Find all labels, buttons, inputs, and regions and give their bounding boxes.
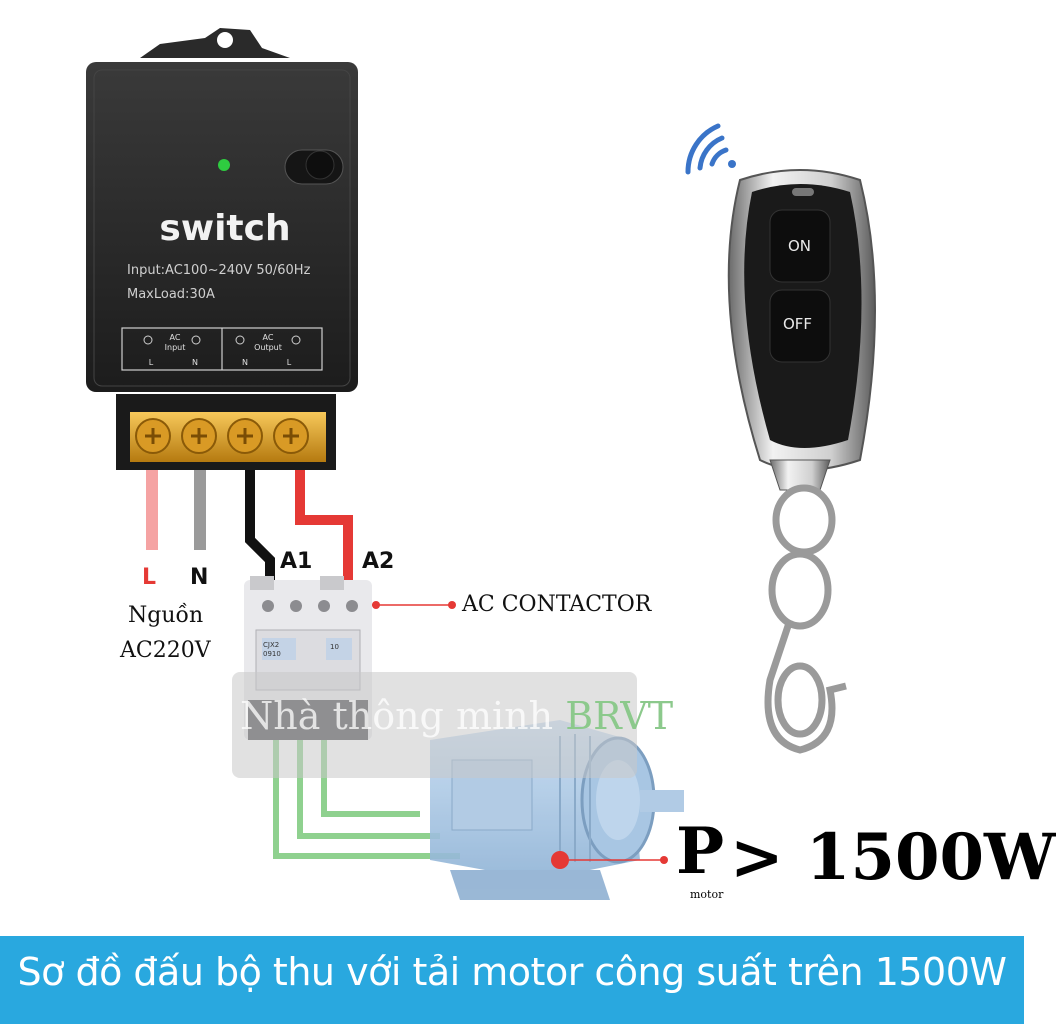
watermark-brand: BRVT	[565, 694, 674, 738]
receiver-input-spec: Input:AC100~240V 50/60Hz	[127, 263, 311, 278]
terminal-group-input-label: Input	[164, 343, 186, 352]
terminal-group-output-label: Output	[254, 343, 282, 352]
terminal-screws	[135, 418, 309, 454]
source-label-line1: Nguồn	[128, 603, 204, 628]
receiver-title: switch	[159, 208, 291, 249]
neutral-output-wire	[245, 470, 275, 588]
terminal-pin-output-n: N	[242, 358, 248, 367]
power-symbol: P	[676, 814, 725, 889]
terminal-pin-input-l: L	[148, 358, 154, 367]
power-subscript: motor	[690, 888, 724, 901]
power-value: > 1500W	[730, 820, 1056, 895]
caption-banner	[0, 936, 1024, 1024]
watermark-text: Nhà thông minh BRVT	[240, 694, 673, 738]
watermark-box	[232, 672, 637, 778]
receiver-box	[86, 28, 358, 470]
contactor-model: CJX2 0910	[263, 641, 281, 658]
coil-a1-label: A1	[280, 549, 313, 574]
live-output-wire	[295, 470, 353, 588]
terminal-group-input-ac: AC	[169, 333, 181, 342]
contactor-rating: 10	[330, 643, 339, 651]
receiver-wires	[146, 470, 353, 588]
remote-on-button[interactable]	[769, 209, 831, 283]
coil-a2-label: A2	[362, 549, 395, 574]
watermark-main: Nhà thông minh	[240, 694, 554, 738]
contactor-label: AC CONTACTOR	[462, 592, 652, 617]
contactor-pointer	[372, 601, 456, 609]
terminal-pin-output-l: L	[286, 358, 292, 367]
remote-control	[727, 169, 876, 491]
status-led	[218, 159, 230, 171]
wifi-signal-icon	[685, 123, 736, 175]
neutral-wire-label: N	[190, 565, 209, 590]
receiver-load-spec: MaxLoad:30A	[127, 287, 215, 302]
terminal-pin-input-n: N	[192, 358, 198, 367]
remote-off-button[interactable]	[769, 289, 831, 363]
motor-pointer	[551, 851, 668, 869]
caption-banner-text: Sơ đồ đấu bộ thu với tải motor công suất…	[17, 950, 1007, 994]
keyring-icon	[764, 484, 847, 754]
source-label-line2: AC220V	[120, 638, 211, 663]
live-wire-label: L	[142, 565, 157, 590]
power-button[interactable]	[284, 149, 344, 185]
remote-on-label: ON	[788, 237, 812, 255]
remote-off-label: OFF	[783, 315, 813, 333]
terminal-group-output-ac: AC	[262, 333, 274, 342]
